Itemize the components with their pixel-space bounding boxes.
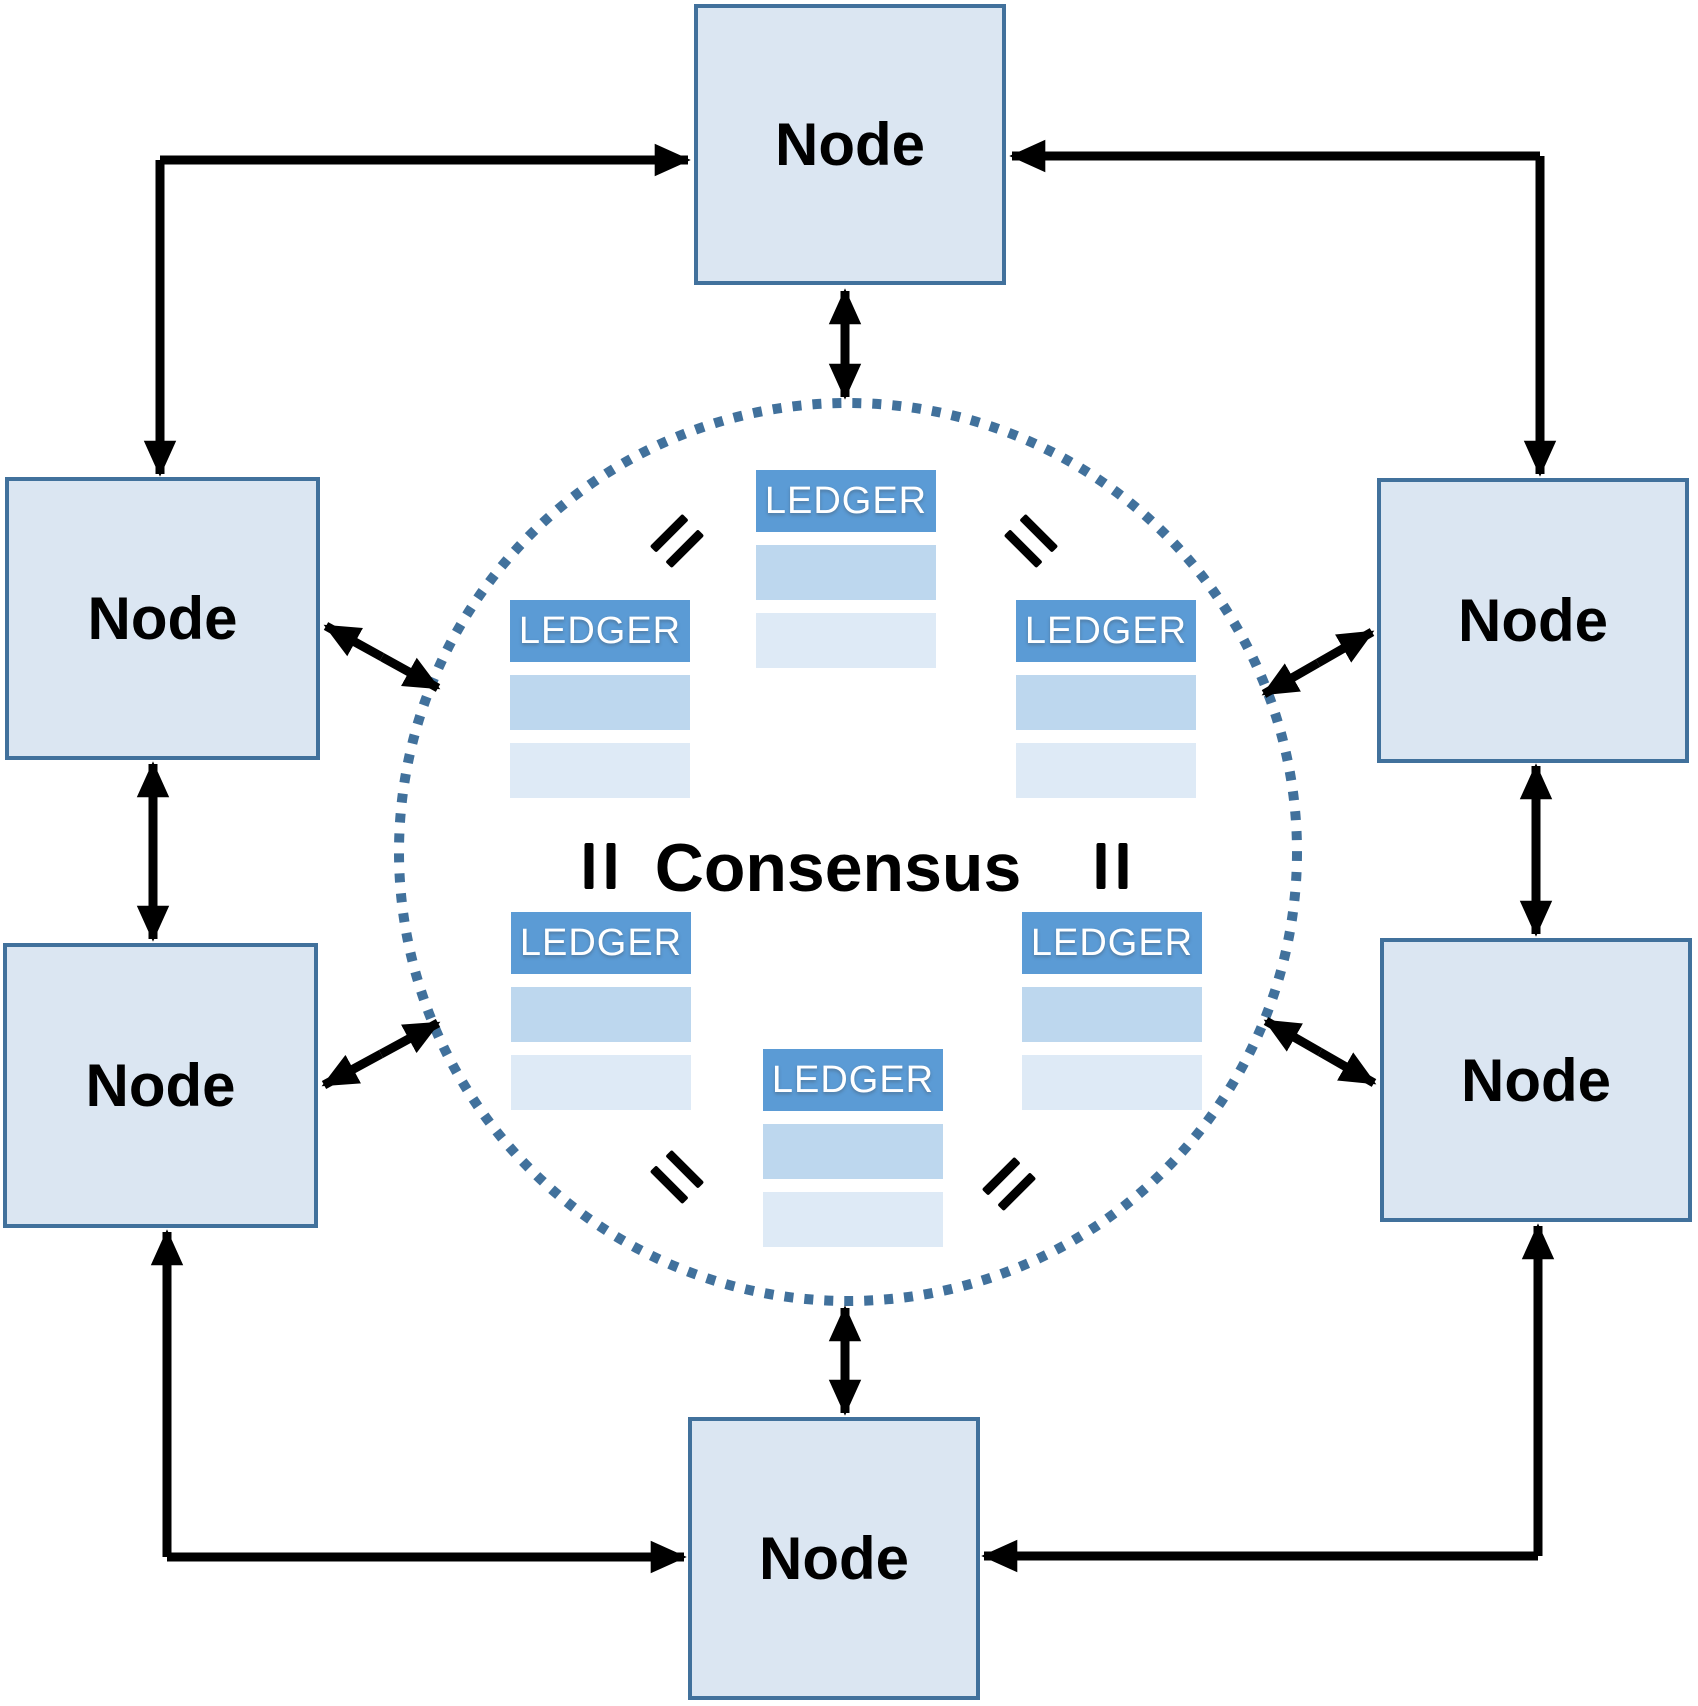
ledger-row (756, 613, 936, 668)
ledger-row (756, 545, 936, 600)
ledger-stack-left-upper: LEDGER (510, 600, 690, 798)
consensus-title: Consensus (654, 830, 1022, 906)
ledger-stack-top: LEDGER (756, 470, 936, 668)
equals-bar (584, 843, 594, 889)
equals-bar (1096, 843, 1106, 889)
arrow-leftlower-node-to-circle (321, 1019, 441, 1089)
node-box-top: Node (694, 4, 1006, 285)
arrow-ru-to-node (1315, 628, 1375, 667)
arrow-ll-to-node (321, 1050, 384, 1089)
ledger-row (510, 675, 690, 730)
node-box-left-upper: Node (5, 477, 320, 760)
equals-bar (1118, 843, 1128, 889)
arrow-ru-to-circle (1261, 659, 1321, 698)
arrow-corner-bottom-left (150, 1229, 687, 1574)
ledger-header: LEDGER (511, 912, 691, 974)
arrow-rightlower-node-to-circle (1263, 1017, 1377, 1087)
arrow-rl-to-node (1317, 1048, 1377, 1087)
arrow-leftupper-node-to-circle (323, 622, 441, 692)
node-label: Node (85, 1052, 236, 1119)
arrow-corner-top-left (143, 143, 691, 477)
arrow-lu-to-circle (379, 653, 441, 692)
arrow-corner-top-right (1009, 139, 1557, 477)
arrow-rl-to-circle (1263, 1017, 1323, 1056)
node-label: Node (1458, 587, 1608, 654)
node-label: Node (1461, 1046, 1611, 1114)
node-label: Node (759, 1525, 909, 1592)
ledger-row (763, 1192, 943, 1247)
ledger-row (511, 987, 691, 1042)
ledger-row (763, 1124, 943, 1179)
ledger-row (1016, 675, 1196, 730)
ledger-header: LEDGER (756, 470, 936, 532)
ledger-stack-bottom: LEDGER (763, 1049, 943, 1247)
equals-bar (606, 843, 616, 889)
equals-icon-left (584, 843, 616, 889)
ledger-row (1016, 743, 1196, 798)
arrow-corner-bottom-right (981, 1223, 1555, 1573)
node-box-left-lower: Node (3, 943, 318, 1228)
arrow-rightupper-node-to-circle (1261, 628, 1375, 698)
ledger-row (1022, 1055, 1202, 1110)
ledger-row (1022, 987, 1202, 1042)
node-box-bottom: Node (688, 1417, 980, 1700)
arrow-ll-to-circle (378, 1019, 441, 1058)
ledger-stack-right-lower: LEDGER (1022, 912, 1202, 1110)
consensus-circle-dotted (394, 398, 1302, 1306)
ledger-row (510, 743, 690, 798)
node-label: Node (775, 111, 925, 178)
node-box-right-lower: Node (1380, 938, 1692, 1222)
arrow-lu-to-node (323, 622, 385, 661)
ledger-stack-left-lower: LEDGER (511, 912, 691, 1110)
node-label: Node (87, 585, 238, 652)
ledger-header: LEDGER (763, 1049, 943, 1111)
ledger-header: LEDGER (1022, 912, 1202, 974)
ledger-stack-right-upper: LEDGER (1016, 600, 1196, 798)
node-box-right-upper: Node (1377, 478, 1689, 763)
ledger-header: LEDGER (510, 600, 690, 662)
ledger-row (511, 1055, 691, 1110)
ledger-header: LEDGER (1016, 600, 1196, 662)
equals-icon-right (1096, 843, 1128, 889)
